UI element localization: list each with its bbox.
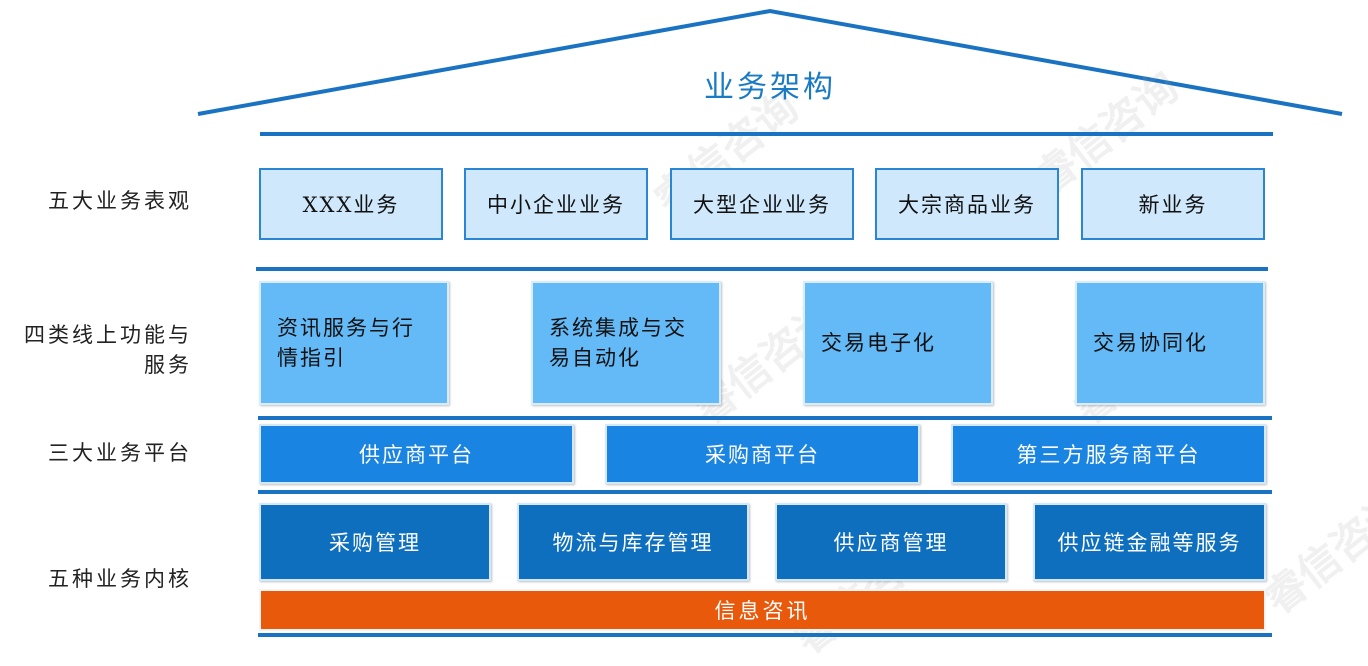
info-bar: 信息咨讯 [259,589,1266,631]
row-label-four-online-line1: 四类线上功能与 [24,323,192,347]
function-text-line1: 交易协同化 [1093,331,1208,355]
function-text-line2: 易自动化 [549,346,641,370]
row-label-five-cores: 五种业务内核 [48,567,192,591]
separator-line [258,416,1272,420]
separator-line [256,267,1268,271]
business-box-xxx: XXX业务 [259,168,443,240]
function-text-line1: 资讯服务与行 [277,316,415,340]
platform-box-third-party: 第三方服务商平台 [951,424,1266,484]
row-label-five-business: 五大业务表观 [48,189,192,213]
separator-line [260,132,1273,136]
function-box-electronic-trading: 交易电子化 [803,281,993,405]
core-box-procurement: 采购管理 [259,503,491,581]
roof-outline [197,8,1343,116]
separator-line [258,490,1272,494]
core-box-logistics: 物流与库存管理 [517,503,749,581]
business-box-new: 新业务 [1081,168,1265,240]
watermark: 睿信咨询 [1254,481,1368,624]
business-box-commodity: 大宗商品业务 [875,168,1059,240]
separator-line [258,633,1272,637]
business-box-large-enterprise: 大型企业业务 [670,168,854,240]
function-box-info-service: 资讯服务与行 情指引 [259,281,449,405]
function-text-line1: 系统集成与交 [549,316,687,340]
row-label-four-online-line2: 服务 [144,353,192,377]
function-box-system-integration: 系统集成与交 易自动化 [531,281,721,405]
page-title: 业务架构 [704,70,836,105]
core-box-supplier-management: 供应商管理 [775,503,1007,581]
function-text-line1: 交易电子化 [821,331,936,355]
platform-box-purchaser: 采购商平台 [605,424,920,484]
platform-box-supplier: 供应商平台 [259,424,574,484]
core-box-supply-chain-finance: 供应链金融等服务 [1033,503,1266,581]
row-label-three-platforms: 三大业务平台 [48,441,192,465]
business-box-sme: 中小企业业务 [464,168,648,240]
function-box-trade-collaboration: 交易协同化 [1075,281,1265,405]
function-text-line2: 情指引 [277,346,346,370]
